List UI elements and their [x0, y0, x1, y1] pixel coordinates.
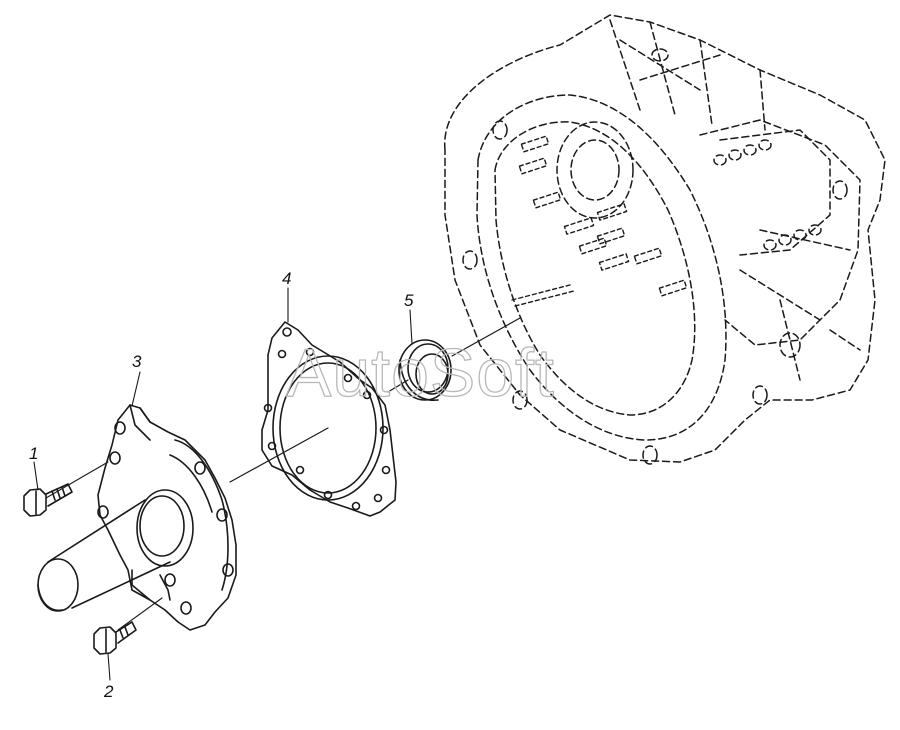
- part-3-bearing-cover: [37, 404, 237, 631]
- callout-2: 2: [103, 682, 114, 701]
- callout-3: 3: [132, 352, 142, 371]
- part-2-bolt: [93, 621, 137, 655]
- callout-4: 4: [282, 269, 291, 288]
- housing-studs: [511, 135, 688, 307]
- transmission-housing: [444, 14, 886, 465]
- leader-lines: [33, 287, 413, 681]
- callout-1: 1: [29, 444, 38, 463]
- part-1-bolt: [23, 483, 73, 517]
- watermark-text: AutoSoft: [286, 335, 555, 411]
- part-4-gasket: [261, 321, 397, 517]
- part-5-seal-ring: [398, 339, 452, 401]
- callout-5: 5: [404, 291, 414, 310]
